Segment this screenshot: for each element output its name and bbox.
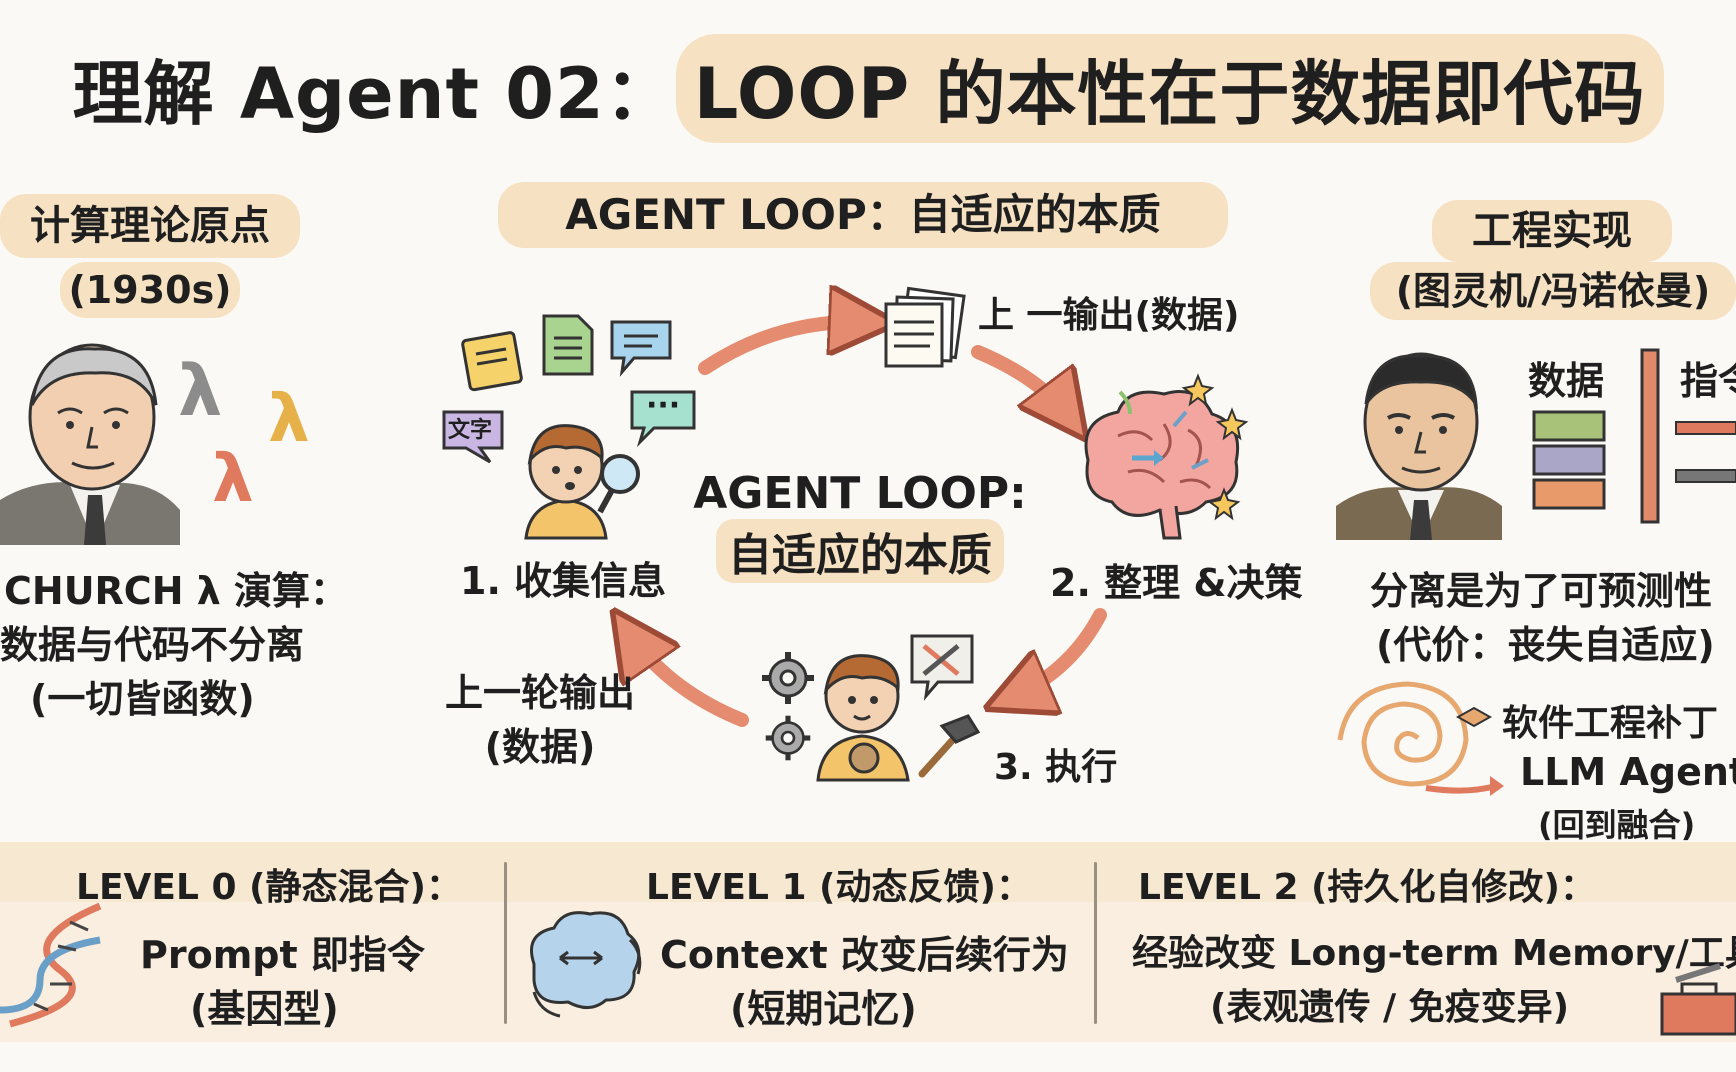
left-heading: 计算理论原点: [0, 194, 300, 258]
level-divider: [504, 862, 507, 1024]
level-1-line-2: (短期记忆): [730, 987, 917, 1031]
levels-band-inner: [0, 902, 1736, 1042]
level-2-title: LEVEL 2 (持久化自修改)：: [1138, 867, 1596, 908]
spiral-icon: [1337, 681, 1504, 796]
data-label: 数据: [1528, 359, 1605, 403]
dots-bubble-icon: ···: [628, 388, 698, 448]
kid-executor: [816, 654, 910, 782]
title-prefix: 理解 Agent 02：: [72, 52, 676, 135]
left-line-1: CHURCH λ 演算：: [4, 569, 349, 613]
kid-collector: [524, 424, 640, 540]
page-title: 理解 Agent 02： LOOP 的本性在于数据即代码: [0, 33, 1736, 143]
text-bubble-label: 文字: [448, 418, 493, 443]
step-3-label: 3. 执行: [994, 747, 1118, 788]
church-portrait: [0, 343, 180, 545]
right-heading: 工程实现: [1432, 200, 1672, 262]
data-blocks-icon: [1532, 410, 1606, 510]
level-1-line-1: Context 改变后续行为: [660, 933, 1069, 977]
left-subheading: (1930s): [60, 262, 240, 318]
lambda-symbol: λ: [268, 380, 310, 457]
von-neumann-portrait: [1336, 352, 1502, 540]
hammer-icon: [918, 714, 981, 778]
patch-icon: [1455, 706, 1493, 728]
core-line-1: AGENT LOOP:: [693, 468, 1027, 519]
top-output-label: 上 一输出(数据): [978, 295, 1240, 336]
text-bubble-icon: 文字: [440, 408, 506, 464]
dots-bubble-label: ···: [646, 388, 681, 423]
prev-output-line-1: 上一轮输出: [444, 671, 635, 715]
level-1-title: LEVEL 1 (动态反馈)：: [646, 867, 1032, 908]
paper-stack-icon: [884, 286, 966, 368]
dna-icon: [0, 902, 102, 1028]
brain-icon: [1084, 390, 1240, 540]
gear-icon: [762, 652, 814, 704]
center-heading: AGENT LOOP：自适应的本质: [498, 182, 1228, 248]
lambda-symbol: λ: [178, 350, 223, 432]
left-line-3: (一切皆函数): [30, 677, 255, 721]
right-line-2: (代价：丧失自适应): [1376, 623, 1715, 667]
prev-output-line-2: (数据): [484, 725, 596, 769]
sticky-note-icon: [461, 331, 523, 392]
level-0-title: LEVEL 0 (静态混合)：: [76, 867, 462, 908]
core-line-2: 自适应的本质: [716, 519, 1004, 583]
document-icon: [542, 314, 594, 376]
right-subheading: (图灵机/冯诺依曼): [1370, 262, 1736, 320]
level-0-line-2: (基因型): [190, 987, 339, 1031]
left-line-2: 数据与代码不分离: [0, 623, 305, 667]
instruction-arrows-icon: [1675, 421, 1736, 483]
toolbox-icon: [1660, 963, 1736, 1036]
level-0-line-1: Prompt 即指令: [140, 933, 425, 977]
core-label: AGENT LOOP: 自适应的本质: [690, 468, 1030, 583]
cloud-brain-icon: [530, 911, 642, 1018]
gear-icon: [765, 715, 811, 761]
level-divider: [1094, 862, 1097, 1024]
step-1-label: 1. 收集信息: [460, 559, 667, 603]
separator-wall-icon: [1640, 348, 1660, 524]
level-2-line-2: (表观遗传 / 免疫变异): [1210, 987, 1570, 1028]
right-line-1: 分离是为了可预测性: [1370, 569, 1713, 613]
tools-icon: [910, 634, 974, 701]
sparkle-icons: [1118, 373, 1249, 521]
lambda-symbol: λ: [212, 440, 254, 517]
instruction-label: 指令: [1680, 359, 1736, 403]
title-highlight: LOOP 的本性在于数据即代码: [675, 33, 1664, 143]
level-2-line-1: 经验改变 Long-term Memory/工具: [1132, 933, 1736, 974]
agent-label: LLM Agent: [1520, 750, 1736, 794]
step-2-label: 2. 整理 &决策: [1050, 561, 1303, 605]
chat-bubble-icon: [610, 320, 672, 377]
agent-note: (回到融合): [1538, 806, 1696, 844]
patch-label: 软件工程补丁: [1502, 703, 1719, 744]
